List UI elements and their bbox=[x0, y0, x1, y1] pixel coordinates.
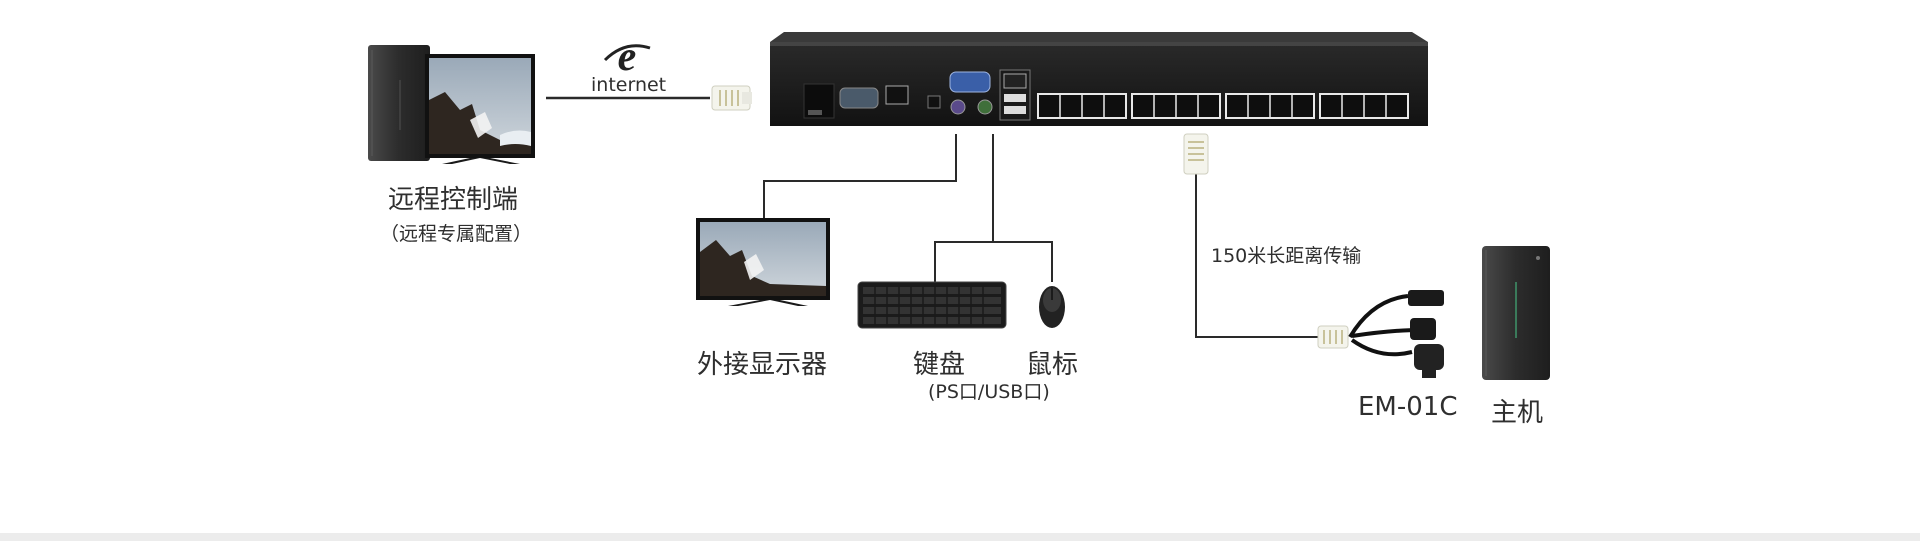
external-monitor bbox=[696, 218, 830, 306]
kvm-switch bbox=[770, 32, 1428, 126]
remote-pc-tower bbox=[368, 45, 430, 161]
adapter-label: EM-01C bbox=[1358, 392, 1457, 422]
distance-label: 150米长距离传输 bbox=[1211, 241, 1361, 268]
mouse-label: 鼠标 bbox=[1026, 344, 1078, 381]
mouse-device bbox=[1039, 286, 1065, 328]
bottom-divider bbox=[0, 533, 1920, 541]
em-01c-adapter bbox=[1318, 290, 1444, 378]
host-tower bbox=[1482, 246, 1550, 380]
internet-label: internet bbox=[591, 74, 666, 96]
rj45-connector-icon bbox=[1184, 134, 1208, 174]
remote-pc bbox=[368, 45, 535, 164]
monitor-label: 外接显示器 bbox=[697, 344, 827, 381]
remote-title-label: 远程控制端 bbox=[388, 179, 518, 216]
remote-pc-monitor bbox=[425, 54, 535, 164]
keyboard-label: 键盘 bbox=[913, 344, 965, 381]
rj45-connector-icon bbox=[712, 86, 752, 110]
keyboard-device bbox=[858, 282, 1006, 328]
keyboard-sub-label: (PS口/USB口) bbox=[928, 377, 1050, 404]
host-label: 主机 bbox=[1491, 392, 1543, 429]
remote-sub-label: （远程专属配置） bbox=[380, 219, 532, 246]
